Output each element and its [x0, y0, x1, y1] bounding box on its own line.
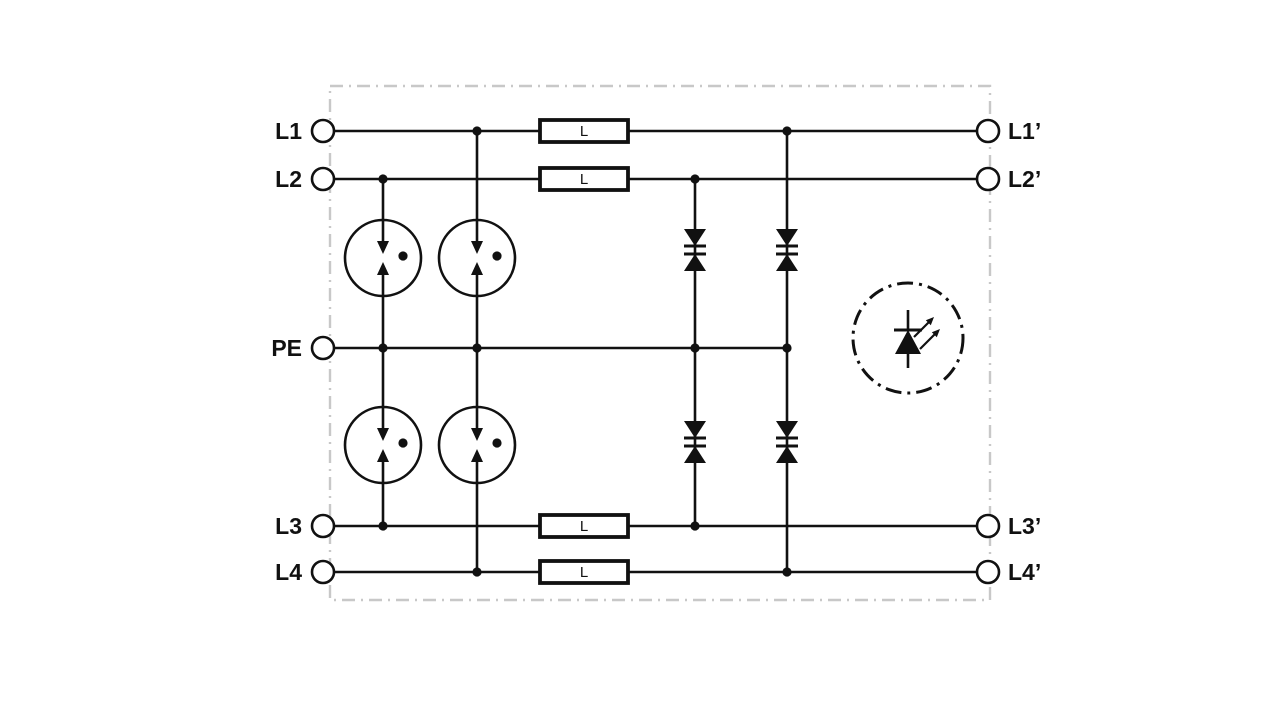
led-indicator-boundary	[851, 281, 965, 395]
junction-dot	[782, 126, 792, 136]
gas-discharge-tube-l2-pe-icon	[343, 218, 423, 298]
terminal-label-l3-out: L3’	[1008, 513, 1041, 539]
inductor-l2: L	[538, 166, 630, 192]
junction-dot	[782, 343, 792, 353]
led-triangle	[895, 330, 921, 354]
led-indicator	[851, 281, 965, 395]
terminal-label-l2: L2	[275, 166, 302, 192]
terminal-labels-left: L1 L2 PE L3 L4	[271, 118, 302, 585]
terminal-pe	[310, 335, 336, 361]
junction-dot	[378, 174, 388, 184]
terminal-l2-out	[975, 166, 1001, 192]
terminal-l3	[310, 513, 336, 539]
terminal-label-l4-out: L4’	[1008, 559, 1041, 585]
gas-discharge-tube-pe-l3-icon	[343, 405, 423, 485]
inductor-box	[538, 118, 630, 144]
terminal-label-l1: L1	[275, 118, 302, 144]
terminal-label-l2-out: L2’	[1008, 166, 1041, 192]
terminals-right	[975, 118, 1001, 585]
gas-discharge-tube-l1-pe-icon	[437, 218, 517, 298]
terminal-l4	[310, 559, 336, 585]
terminal-labels-right: L1’ L2’ L3’ L4’	[1008, 118, 1041, 585]
inductor-l1: L	[538, 118, 630, 144]
terminal-label-pe: PE	[271, 335, 302, 361]
terminal-label-l4: L4	[275, 559, 302, 585]
terminal-l2	[310, 166, 336, 192]
inductor-label: L	[580, 171, 588, 188]
junction-dot	[690, 343, 700, 353]
terminal-l4-out	[975, 559, 1001, 585]
inductor-box	[538, 513, 630, 539]
junction-dot	[378, 343, 388, 353]
vertical-wires	[381, 129, 789, 574]
inductor-box	[538, 166, 630, 192]
inductor-l3: L	[538, 513, 630, 539]
led-emission-arrows-icon	[913, 317, 940, 350]
junction-dot	[472, 567, 482, 577]
junction-dot	[472, 126, 482, 136]
junction-dot	[472, 343, 482, 353]
terminal-label-l1-out: L1’	[1008, 118, 1041, 144]
junction-dot	[690, 521, 700, 531]
inductor-label: L	[580, 123, 588, 140]
junction-dot	[690, 174, 700, 184]
inductor-box	[538, 559, 630, 585]
horizontal-wires	[332, 129, 979, 574]
device-enclosure-border	[328, 84, 992, 602]
junction-dot	[782, 567, 792, 577]
terminal-label-l3: L3	[275, 513, 302, 539]
junction-dot	[378, 521, 388, 531]
terminal-l1	[310, 118, 336, 144]
gas-discharge-tube-pe-l4-icon	[437, 405, 517, 485]
terminal-l1-out	[975, 118, 1001, 144]
terminals-left	[310, 118, 336, 585]
terminal-l3-out	[975, 513, 1001, 539]
inductor-label: L	[580, 564, 588, 581]
inductor-l4: L	[538, 559, 630, 585]
junction-dots	[378, 126, 792, 577]
inductor-label: L	[580, 518, 588, 535]
